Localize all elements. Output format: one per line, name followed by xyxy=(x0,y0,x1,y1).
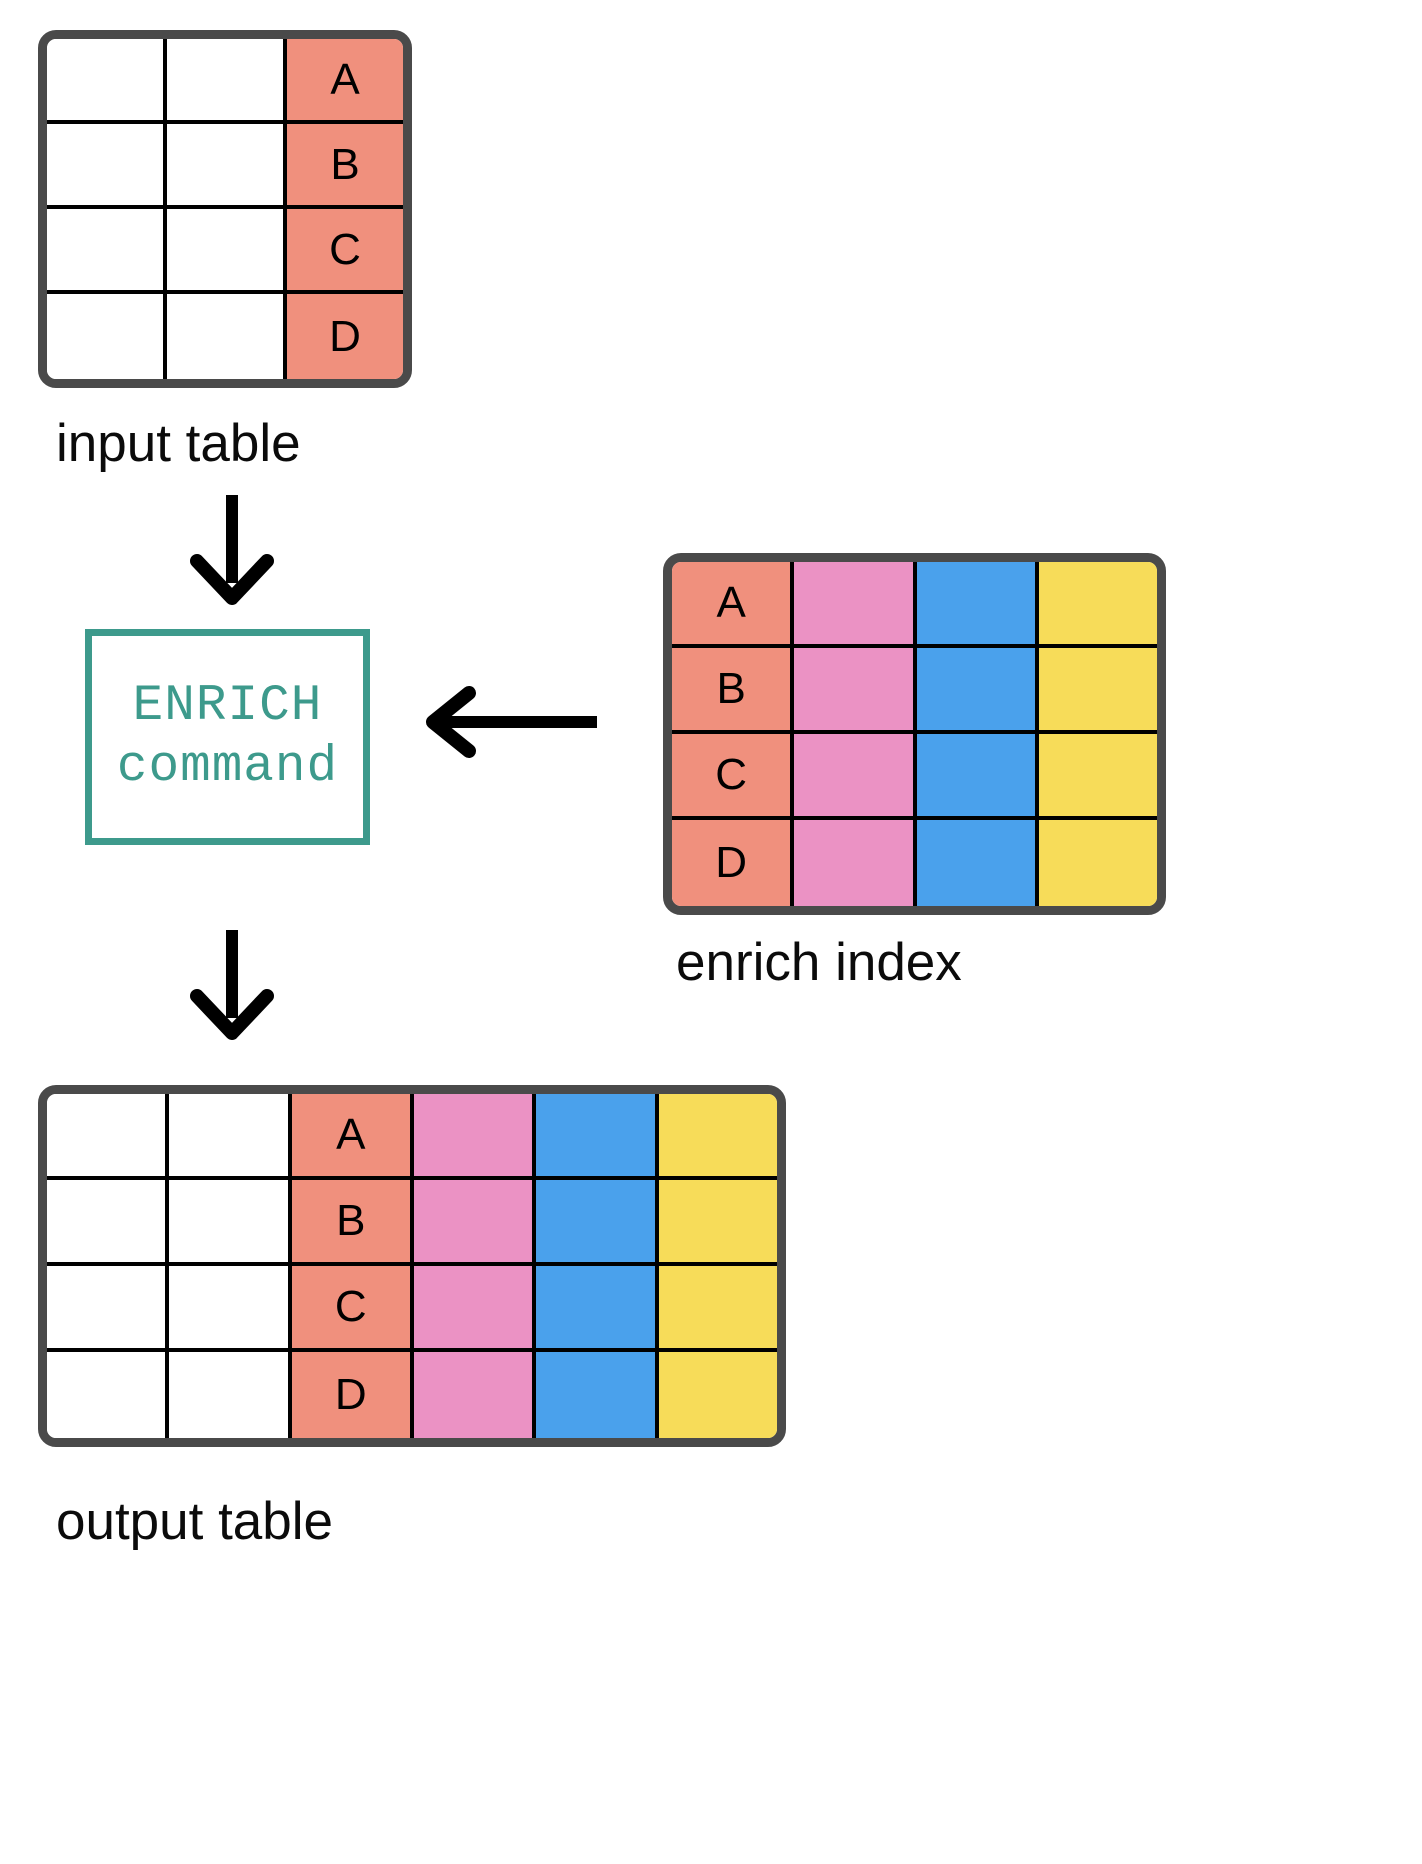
index-cell-r2c2 xyxy=(916,734,1039,820)
enrich-command-box[interactable]: ENRICH command xyxy=(85,629,370,845)
output-cell-r1c0 xyxy=(47,1180,170,1266)
input-table-caption: input table xyxy=(56,414,301,473)
input-cell-r3c1 xyxy=(167,294,287,379)
output-cell-r0c5 xyxy=(658,1094,777,1180)
input-cell-r1c0 xyxy=(47,124,167,209)
output-cell-r1c3 xyxy=(413,1180,537,1266)
index-cell-r2c0: C xyxy=(672,734,795,820)
input-table: A B C D xyxy=(38,30,412,388)
output-cell-r1c4 xyxy=(536,1180,659,1266)
index-cell-r3c0: D xyxy=(672,820,795,906)
table-row: D xyxy=(47,294,403,379)
index-cell-r2c3 xyxy=(1038,734,1157,820)
index-cell-r0c0: A xyxy=(672,562,795,648)
enrich-index-caption: enrich index xyxy=(676,933,962,992)
table-row: A xyxy=(672,562,1157,648)
arrow-index-to-command-icon xyxy=(426,686,597,758)
index-cell-r3c3 xyxy=(1038,820,1157,906)
output-cell-r0c3 xyxy=(413,1094,537,1180)
output-cell-r3c4 xyxy=(536,1352,659,1438)
output-cell-r0c2: A xyxy=(291,1094,414,1180)
index-cell-r0c3 xyxy=(1038,562,1157,648)
output-cell-r2c4 xyxy=(536,1266,659,1352)
output-cell-r1c1 xyxy=(169,1180,292,1266)
input-cell-r1c1 xyxy=(167,124,287,209)
output-cell-r1c2: B xyxy=(291,1180,414,1266)
table-row: A xyxy=(47,1094,777,1180)
input-cell-r3c2: D xyxy=(287,294,403,379)
input-cell-r0c2: A xyxy=(287,39,403,124)
index-cell-r3c2 xyxy=(916,820,1039,906)
index-cell-r0c2 xyxy=(916,562,1039,648)
output-table: A B C D xyxy=(38,1085,786,1447)
table-row: B xyxy=(672,648,1157,734)
enrich-command-line-1: ENRICH xyxy=(132,677,323,735)
index-cell-r1c2 xyxy=(916,648,1039,734)
output-table-caption: output table xyxy=(56,1492,334,1551)
table-row: A xyxy=(47,39,403,124)
index-cell-r0c1 xyxy=(794,562,917,648)
table-row: C xyxy=(672,734,1157,820)
index-cell-r2c1 xyxy=(794,734,917,820)
table-row: B xyxy=(47,124,403,209)
output-cell-r2c1 xyxy=(169,1266,292,1352)
output-cell-r0c1 xyxy=(169,1094,292,1180)
output-cell-r3c0 xyxy=(47,1352,170,1438)
output-cell-r2c5 xyxy=(658,1266,777,1352)
index-cell-r1c3 xyxy=(1038,648,1157,734)
output-cell-r2c0 xyxy=(47,1266,170,1352)
table-row: D xyxy=(672,820,1157,906)
output-cell-r3c3 xyxy=(413,1352,537,1438)
table-row: D xyxy=(47,1352,777,1438)
input-cell-r2c1 xyxy=(167,209,287,294)
arrow-command-to-output-icon xyxy=(190,930,274,1040)
input-cell-r0c1 xyxy=(167,39,287,124)
output-cell-r1c5 xyxy=(658,1180,777,1266)
output-cell-r2c2: C xyxy=(291,1266,414,1352)
output-cell-r3c5 xyxy=(658,1352,777,1438)
enrich-command-line-2: command xyxy=(116,739,339,796)
enrich-index-table: A B C D xyxy=(663,553,1166,915)
input-cell-r3c0 xyxy=(47,294,167,379)
index-cell-r1c0: B xyxy=(672,648,795,734)
output-cell-r2c3 xyxy=(413,1266,537,1352)
input-cell-r0c0 xyxy=(47,39,167,124)
arrow-input-to-command-icon xyxy=(190,495,274,605)
output-cell-r3c1 xyxy=(169,1352,292,1438)
input-cell-r2c0 xyxy=(47,209,167,294)
input-cell-r1c2: B xyxy=(287,124,403,209)
index-cell-r3c1 xyxy=(794,820,917,906)
output-cell-r0c4 xyxy=(536,1094,659,1180)
output-cell-r3c2: D xyxy=(291,1352,414,1438)
table-row: C xyxy=(47,209,403,294)
table-row: B xyxy=(47,1180,777,1266)
output-cell-r0c0 xyxy=(47,1094,170,1180)
input-cell-r2c2: C xyxy=(287,209,403,294)
index-cell-r1c1 xyxy=(794,648,917,734)
table-row: C xyxy=(47,1266,777,1352)
